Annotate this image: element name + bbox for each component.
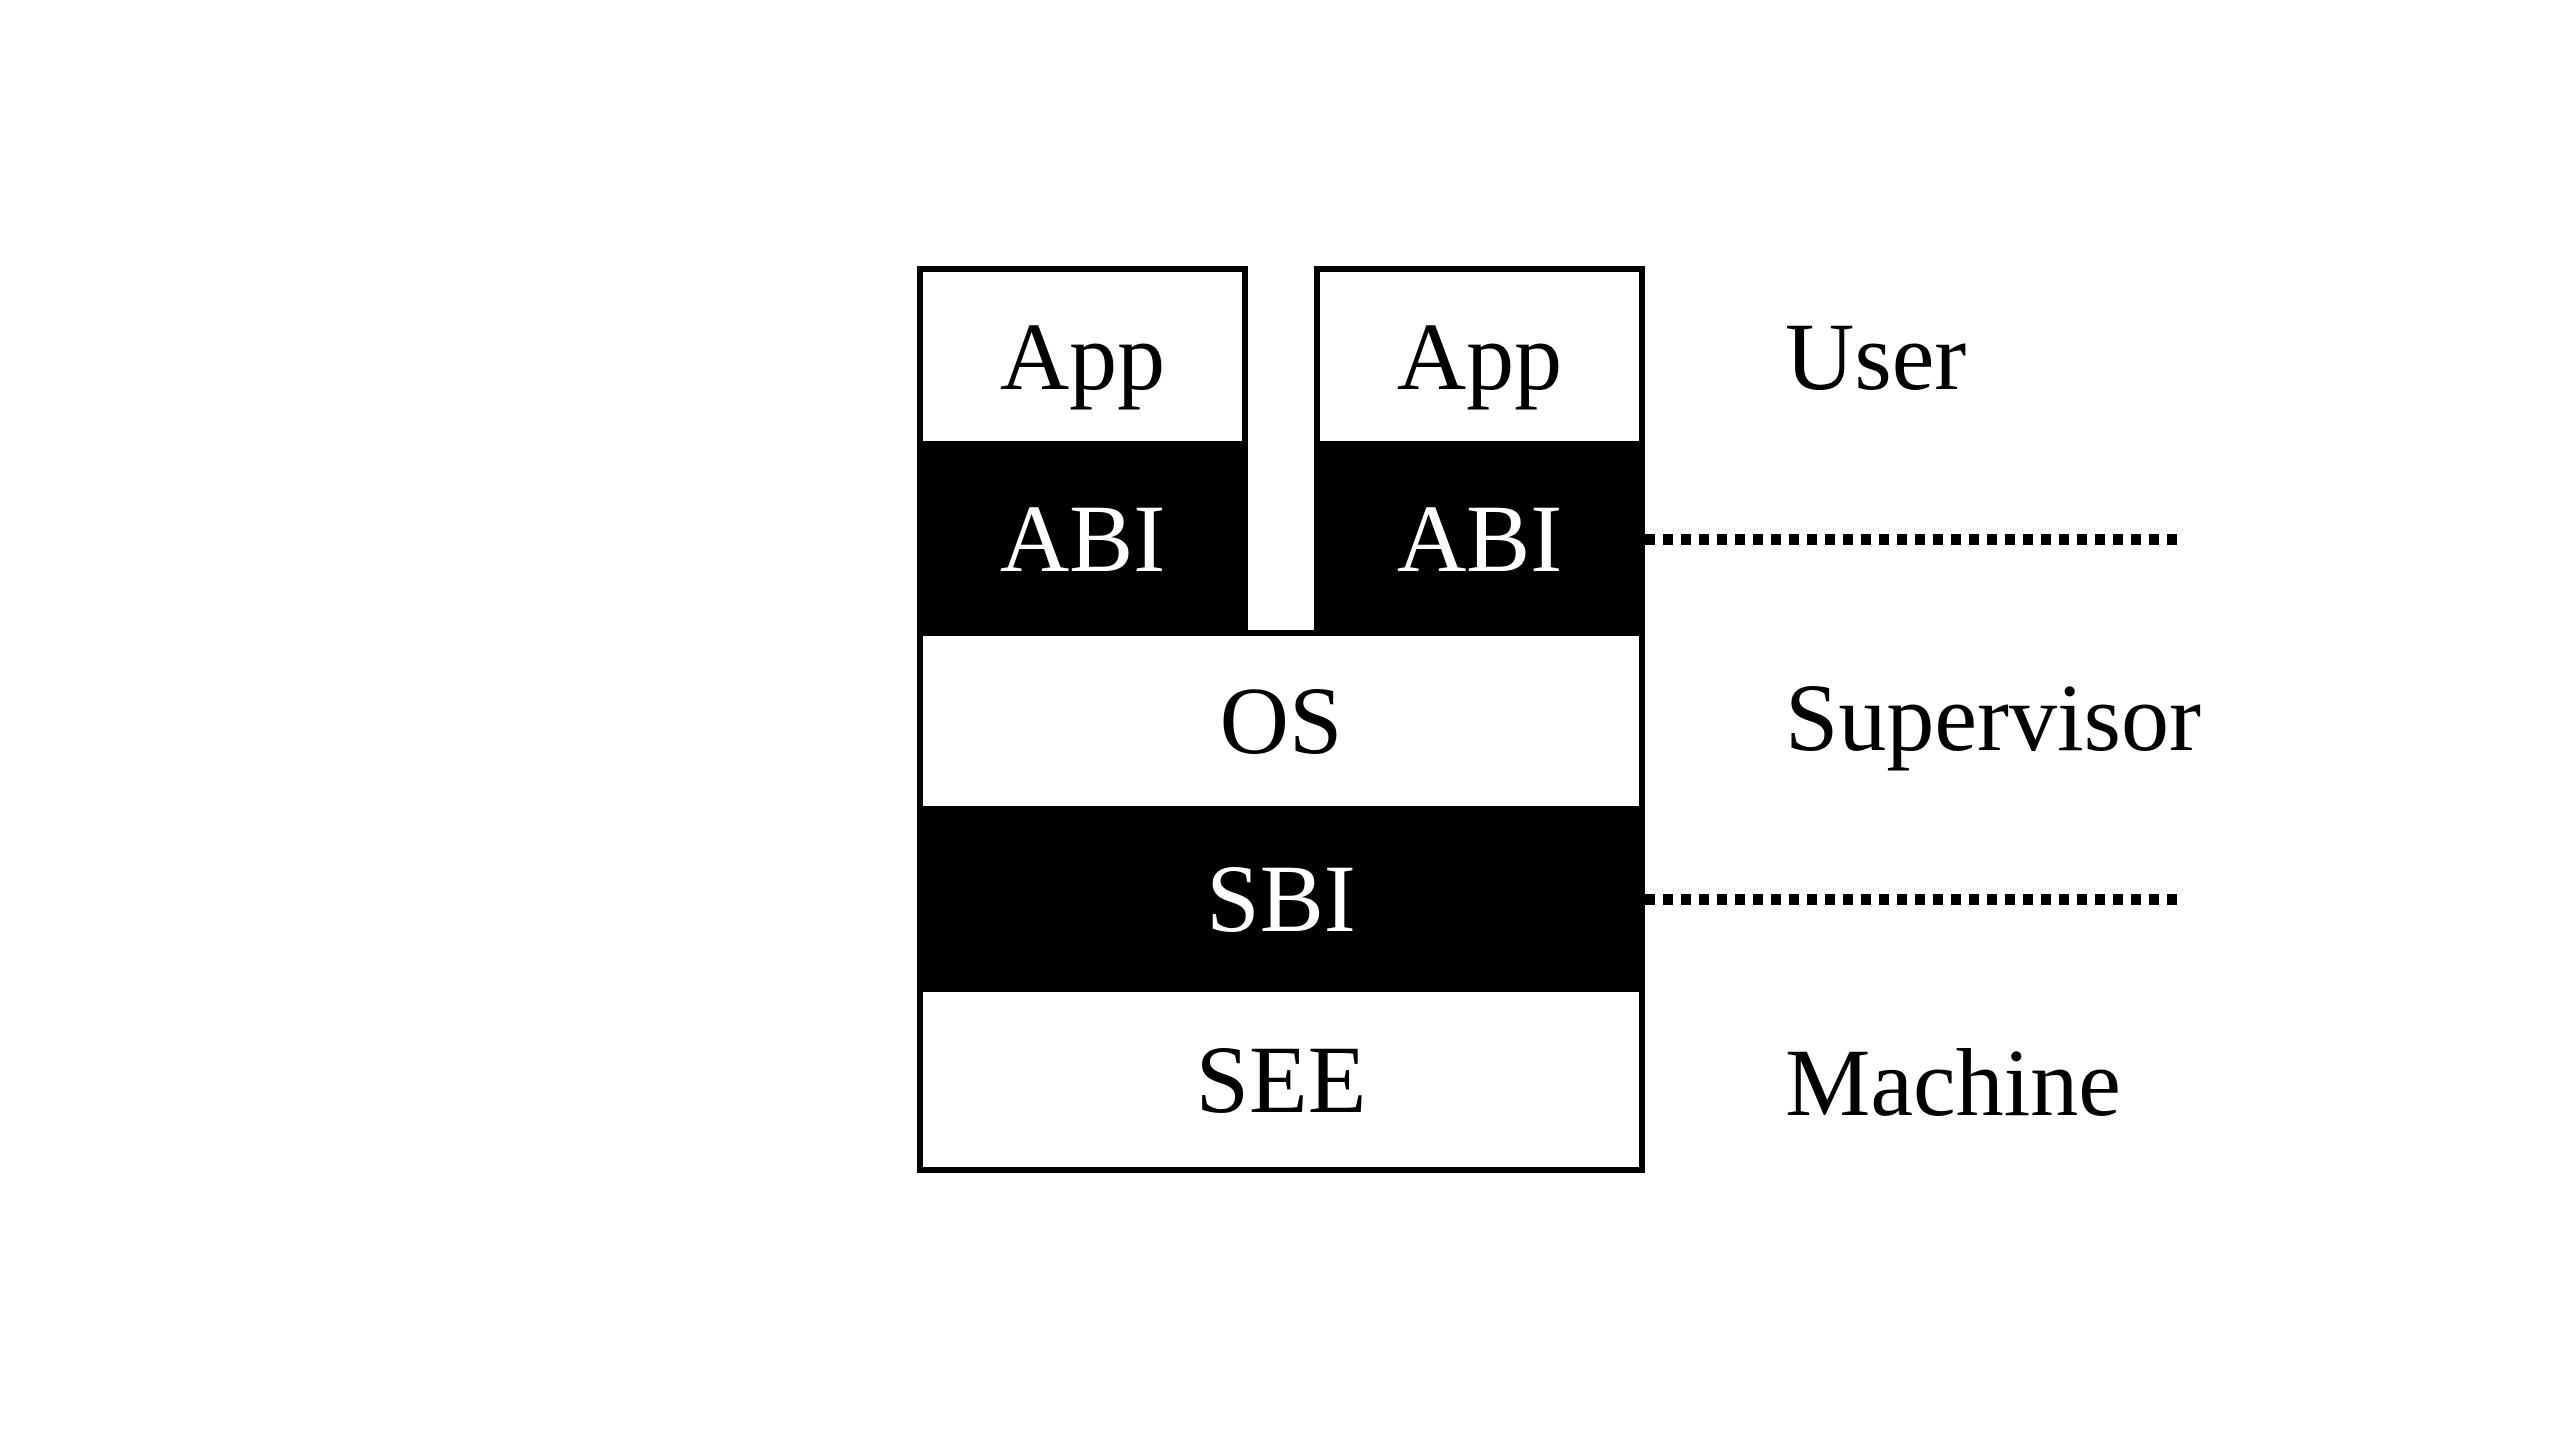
supervisor-machine-dotted-line	[1645, 894, 2180, 905]
privilege-label-user: User	[1785, 266, 1966, 447]
privilege-label-user-text: User	[1785, 302, 1967, 410]
sbi-label: SBI	[1206, 845, 1356, 952]
app-box-right: App	[1314, 266, 1645, 447]
privilege-label-machine: Machine	[1785, 992, 2121, 1173]
privilege-label-machine-text: Machine	[1785, 1028, 2121, 1136]
abi-label-right: ABI	[1396, 484, 1563, 592]
abi-box-right: ABI	[1314, 447, 1645, 630]
os-sbi-see-stack: OS SBI SEE	[917, 630, 1645, 1173]
app-label-right: App	[1396, 302, 1563, 410]
see-box: SEE	[923, 992, 1639, 1167]
privilege-label-supervisor-text: Supervisor	[1785, 664, 2201, 771]
sbi-box: SBI	[923, 806, 1639, 992]
os-label: OS	[1219, 667, 1343, 774]
see-label: SEE	[1195, 1025, 1367, 1133]
os-box: OS	[923, 636, 1639, 806]
app-box-left: App	[917, 266, 1248, 447]
abi-box-left: ABI	[917, 447, 1248, 630]
privilege-label-supervisor: Supervisor	[1785, 630, 2201, 806]
app-label-left: App	[999, 302, 1166, 410]
user-supervisor-dotted-line	[1645, 534, 2180, 545]
abi-label-left: ABI	[999, 484, 1166, 592]
